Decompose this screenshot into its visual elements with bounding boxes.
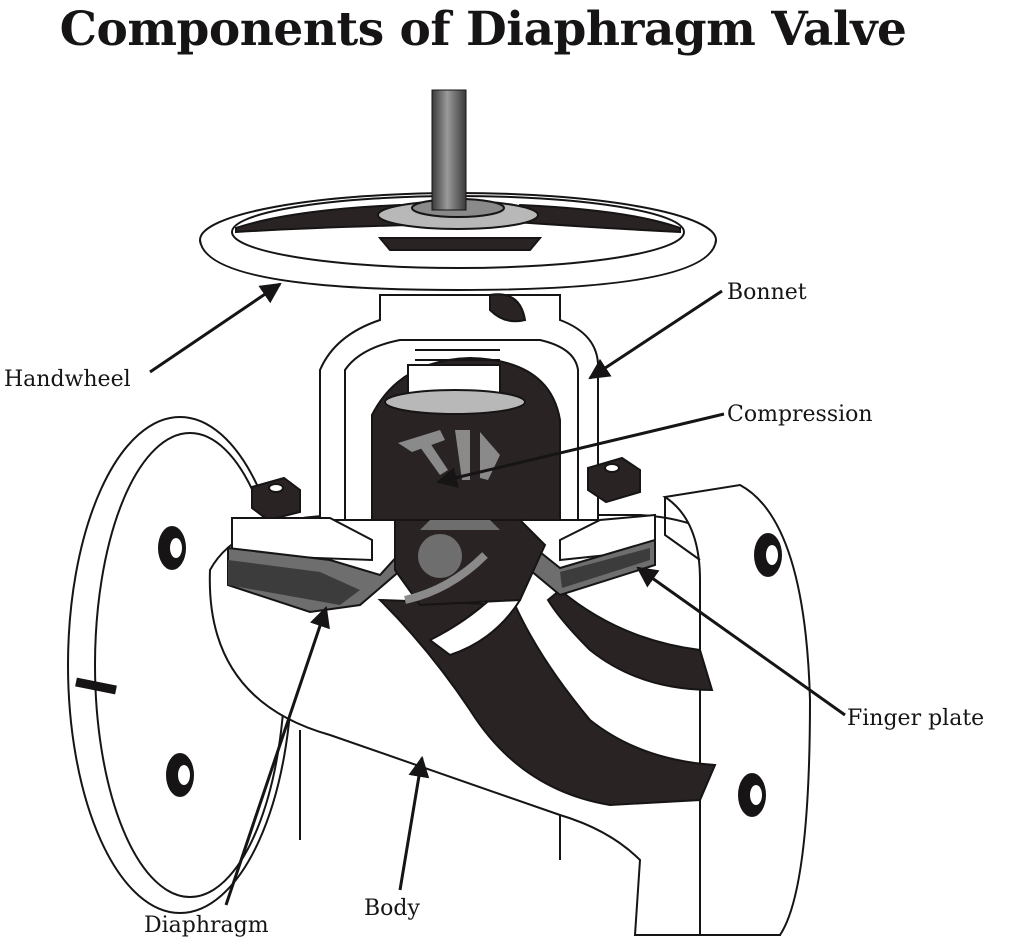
compressor: [398, 430, 500, 480]
bonnet: [231, 293, 656, 562]
valve-body: [67, 416, 812, 936]
label-bonnet: Bonnet: [727, 280, 807, 305]
handwheel: [199, 192, 717, 292]
diagram-title: Components of Diaphragm Valve: [59, 2, 907, 57]
body-arrow: [398, 755, 430, 891]
right-flange: [662, 483, 812, 936]
valve-stem: [431, 89, 467, 211]
callout-labels: Handwheel Bonnet Compression Finger plat…: [4, 280, 984, 938]
label-compression: Compression: [727, 402, 873, 427]
finger-plate: [394, 519, 547, 607]
handwheel-arrow: [149, 282, 282, 374]
label-handwheel: Handwheel: [4, 367, 131, 392]
bonnet-arrow: [588, 289, 723, 380]
finger-plate-arrow: [636, 566, 846, 717]
label-body: Body: [364, 896, 420, 921]
flow-passage: [377, 588, 717, 807]
diaphragm-arrow: [224, 606, 330, 906]
leader-lines: [149, 282, 846, 906]
label-finger-plate: Finger plate: [847, 706, 984, 731]
bonnet-bolts: [251, 456, 641, 522]
compression-arrow: [435, 412, 725, 488]
label-diaphragm: Diaphragm: [144, 913, 269, 938]
